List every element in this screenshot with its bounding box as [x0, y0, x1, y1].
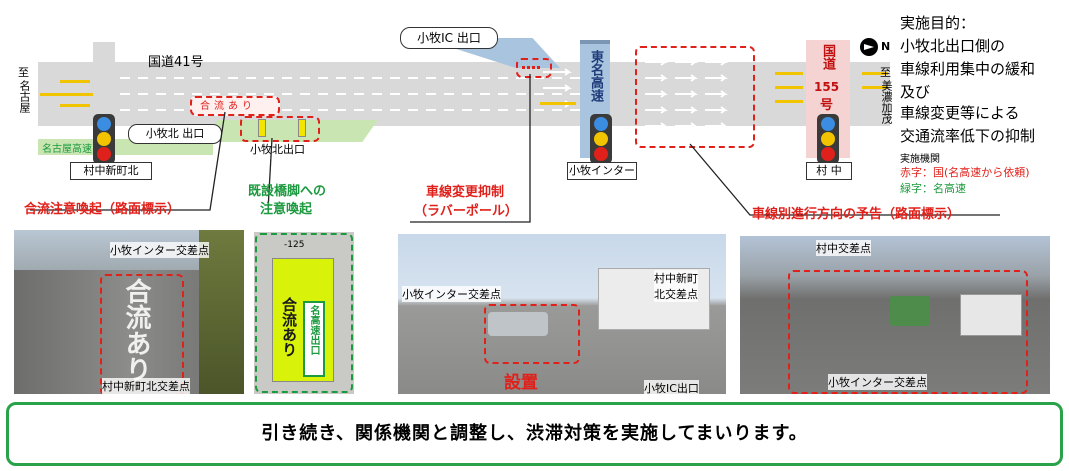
footer-box: 引き続き、関係機関と調整し、渋滞対策を実施してまいります。 — [6, 402, 1063, 466]
leader-lines — [30, 74, 1000, 223]
purpose-line2: 小牧北出口側の — [900, 37, 1006, 55]
photo-lane-direction: 村中交差点 小牧インター交差点 — [740, 236, 1050, 394]
route155-label-suffix: 号 — [820, 98, 834, 113]
map-diagram: 名古屋高速 小牧IC 出口 東名高速 国道 155 号 国道41号 至 名古屋 … — [0, 0, 1069, 223]
yellow-line — [775, 100, 803, 103]
caution-sign: 合流あり 名高速出口 — [272, 258, 334, 382]
photo-rubber-pole: 小牧インター交差点 村中新町 北交差点 設置 小牧IC出口 — [398, 234, 726, 394]
route41-label: 国道41号 — [148, 55, 204, 70]
photo4-bottom-label: 小牧インター交差点 — [828, 374, 927, 390]
agency-red: 赤字：国(名高速から依頼) — [900, 166, 1030, 179]
photo2-sign-sub: 名高速出口 — [303, 301, 325, 377]
purpose-line1: 実施目的： — [900, 14, 976, 32]
yellow-line — [775, 86, 803, 89]
purpose-line3: 車線利用集中の緩和 — [900, 60, 1036, 78]
komaki-ic-exit-label: 小牧IC 出口 — [400, 27, 498, 49]
pier-icon — [298, 119, 306, 137]
agency-green: 緑字：名高速 — [900, 182, 966, 195]
traffic-signal-icon — [590, 114, 612, 164]
photo-road-marking: 合流あり 小牧インター交差点 村中新町北交差点 — [14, 230, 244, 394]
yellow-line — [862, 72, 888, 75]
tomei-pillar — [580, 40, 610, 44]
to-nagoya-prefix: 至 — [18, 66, 29, 79]
north-label: N — [881, 40, 891, 53]
road-paint-text: 合流あり — [200, 101, 256, 112]
purpose-line4: 及び — [900, 83, 931, 101]
callout-pier-warning-1: 既設橋脚への — [248, 184, 327, 199]
photo2-sign-sub-text: 名高速出口 — [308, 305, 319, 355]
yellow-line — [60, 80, 90, 83]
callout-merge-warning: 合流注意喚起（路面標示） — [24, 202, 181, 217]
rubber-pole-icon — [522, 66, 542, 69]
traffic-signal-icon — [93, 114, 115, 164]
to-minokamo-label: 美濃加茂 — [880, 80, 893, 124]
rubber-pole-marker — [516, 58, 552, 78]
photo3-install-label: 設置 — [504, 373, 538, 393]
yellow-line — [775, 72, 803, 75]
route155-label-kanji: 国道 — [820, 44, 835, 70]
photo3-right-label-1: 村中新町 — [654, 270, 698, 286]
agency-title: 実施機関 — [900, 154, 940, 165]
photo1-marker — [100, 274, 184, 394]
pier-marker-box — [240, 116, 320, 142]
tomei-label: 東名高速 — [588, 50, 603, 102]
callout-lane-change-1: 車線変更抑制 — [426, 185, 505, 200]
lane-marking — [120, 93, 590, 95]
photo3-right-label-2: 北交差点 — [654, 286, 698, 302]
photo4-top-label: 村中交差点 — [816, 240, 871, 256]
callout-lane-direction: 車線別進行方向の予告（路面標示） — [752, 207, 961, 222]
merge-paint-marker — [190, 96, 280, 116]
photo-pier-sign: -125 合流あり 名高速出口 — [254, 232, 354, 394]
to-nagoya-label: 名古屋 — [18, 80, 31, 113]
photo4-marker — [788, 270, 1028, 394]
yellow-line — [862, 86, 888, 89]
route155-label-number: 155 — [814, 80, 840, 94]
photo3-left-label: 小牧インター交差点 — [402, 286, 501, 302]
lane-marking — [120, 109, 590, 111]
to-minokamo-prefix: 至 — [880, 66, 891, 79]
callout-lane-change-2: （ラバーポール） — [414, 204, 518, 219]
komakikita-exit-lower: 小牧北出口 — [250, 143, 305, 156]
north-arrow-icon — [860, 38, 878, 56]
lane-direction-marker — [635, 46, 755, 148]
pier-icon — [258, 119, 266, 137]
photo1-bottom-label: 村中新町北交差点 — [102, 378, 190, 394]
center-line — [40, 93, 95, 96]
intersection-label-murakashinmachikita: 村中新町北 — [70, 162, 152, 180]
photo2-marker — [255, 233, 353, 393]
photo2-sign-main: 合流あり — [280, 297, 298, 357]
meikosoku-label: 名古屋高速 — [42, 144, 92, 155]
photo1-road-text: 合流あり — [121, 278, 151, 382]
intersection-label-murakana: 村 中 — [806, 162, 852, 180]
purpose-line5: 車線変更等による — [900, 104, 1020, 122]
photo3-bottom-label: 小牧IC出口 — [644, 380, 699, 394]
photo2-km: -125 — [284, 240, 305, 250]
traffic-signal-icon — [817, 114, 839, 164]
intersection-label-komaki-interchange: 小牧インター — [567, 162, 637, 180]
yellow-line — [540, 102, 576, 105]
footer-message: 引き続き、関係機関と調整し、渋滞対策を実施してまいります。 — [261, 423, 808, 444]
lane-arrows — [645, 58, 728, 130]
yellow-line — [60, 104, 90, 107]
purpose-line6: 交通流率低下の抑制 — [900, 127, 1036, 145]
komakikita-exit-upper: 小牧北 出口 — [128, 124, 222, 144]
photo1-top-label: 小牧インター交差点 — [110, 242, 209, 258]
lane-marking — [120, 77, 590, 79]
callout-pier-warning-2: 注意喚起 — [260, 202, 313, 217]
photo3-marker — [484, 304, 580, 364]
